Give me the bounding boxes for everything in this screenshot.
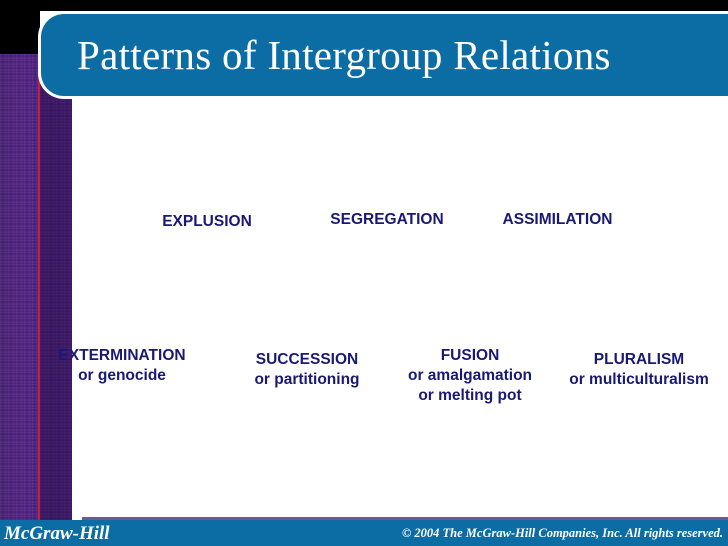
band-dark-column (40, 54, 72, 520)
term-extermination-line2: or genocide (78, 367, 166, 385)
title-banner: Patterns of Intergroup Relations (38, 11, 728, 99)
left-decorative-band (0, 54, 82, 520)
term-explusion: EXPLUSION (162, 213, 252, 230)
footer-copyright: © 2004 The McGraw-Hill Companies, Inc. A… (401, 525, 723, 540)
term-segregation: SEGREGATION (330, 211, 444, 228)
term-fusion: FUSION or amalgamation or melting pot (388, 346, 552, 406)
term-succession-line1: SUCCESSION (255, 351, 359, 368)
term-fusion-line1: FUSION (440, 347, 500, 364)
top-black-strip (0, 0, 728, 11)
band-red-line (38, 54, 40, 520)
page-title: Patterns of Intergroup Relations (77, 31, 611, 78)
top-left-black-block (0, 0, 40, 54)
footer-bar: McGraw-Hill © 2004 The McGraw-Hill Compa… (0, 520, 728, 546)
footer-brand: McGraw-Hill (4, 522, 110, 544)
term-extermination: EXTERMINATION or genocide (26, 346, 218, 386)
term-succession-line2: or partitioning (254, 371, 360, 389)
footer-top-strip (82, 517, 728, 520)
term-fusion-line2: or amalgamation (407, 367, 533, 385)
band-white-edge (72, 54, 82, 520)
term-fusion-line3: or melting pot (418, 387, 522, 405)
term-succession: SUCCESSION or partitioning (222, 350, 392, 390)
term-pluralism-line1: PLURALISM (593, 351, 685, 368)
term-extermination-line1: EXTERMINATION (58, 347, 186, 364)
term-pluralism: PLURALISM or multiculturalism (550, 350, 728, 390)
diagram-area: EXPLUSION SEGREGATION ASSIMILATION EXTER… (0, 100, 728, 520)
term-assimilation: ASSIMILATION (502, 211, 613, 228)
term-pluralism-line2: or multiculturalism (569, 371, 709, 389)
